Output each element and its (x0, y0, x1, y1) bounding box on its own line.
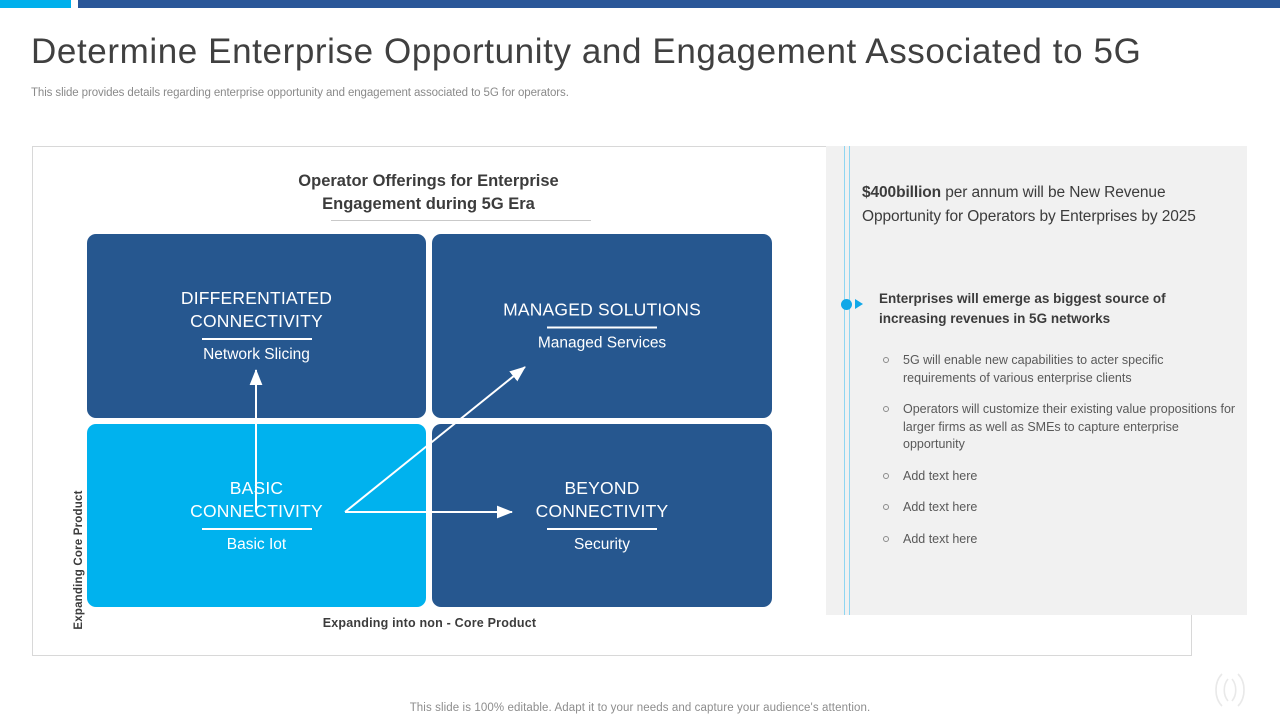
quadrant-content: DIFFERENTIATED CONNECTIVITY Network Slic… (87, 287, 426, 365)
list-item-text: Add text here (903, 500, 978, 514)
circle-bullet-icon (883, 406, 889, 412)
list-item: Add text here (879, 499, 1237, 517)
quadrant-managed-solutions[interactable]: MANAGED SOLUTIONS Managed Services (432, 234, 772, 418)
rail-line-outer (844, 146, 845, 615)
bullet-triangle-icon (855, 299, 863, 309)
list-item-text: Add text here (903, 531, 978, 546)
list-item: 5G will enable new capabilities to acter… (879, 352, 1237, 387)
quadrant-heading-line1: MANAGED SOLUTIONS (503, 299, 701, 320)
matrix-title-line1: Operator Offerings for Enterprise (298, 172, 559, 190)
circle-bullet-icon (883, 504, 889, 510)
matrix-title: Operator Offerings for Enterprise Engage… (32, 170, 825, 216)
signal-waves-watermark-icon (1215, 673, 1245, 707)
list-item: Add text here (879, 531, 1237, 549)
axis-label-x: Expanding into non - Core Product (322, 616, 537, 630)
quadrant-divider (547, 326, 657, 329)
list-item-text: Add text here (903, 468, 978, 483)
quadrant-subtitle: Basic Iot (226, 535, 287, 553)
lead-bullet-text: Enterprises will emerge as biggest sourc… (879, 291, 1166, 326)
list-item: Operators will customize their existing … (879, 401, 1237, 454)
circle-bullet-icon (883, 535, 889, 542)
matrix-title-divider (331, 220, 591, 221)
circle-bullet-icon (883, 357, 889, 363)
list-item-text: 5G will enable new capabilities to acter… (903, 353, 1164, 385)
matrix-title-line2: Engagement during 5G Era (322, 195, 535, 213)
revenue-amount: $400billion (862, 184, 942, 201)
quadrant-heading-line1: DIFFERENTIATED (180, 288, 333, 308)
quadrant-beyond-connectivity[interactable]: BEYOND CONNECTIVITY Security (432, 424, 772, 607)
quadrant-heading-line1: BASIC (229, 477, 284, 498)
quadrant-divider (201, 527, 312, 530)
quadrant-content: BASIC CONNECTIVITY Basic Iot (87, 477, 426, 555)
revenue-headline: $400billion per annum will be New Revenu… (862, 181, 1237, 229)
bullet-dot-icon (841, 299, 852, 310)
quadrant-heading-line2: CONNECTIVITY (535, 500, 669, 521)
circle-bullet-icon (883, 472, 889, 479)
quadrant-content: MANAGED SOLUTIONS Managed Services (432, 299, 772, 354)
page-subtitle: This slide provides details regarding en… (31, 87, 569, 99)
axis-label-y: Expanding Core Product (73, 490, 85, 630)
quadrant-differentiated-connectivity[interactable]: DIFFERENTIATED CONNECTIVITY Network Slic… (87, 234, 426, 418)
list-item-text: Operators will customize their existing … (903, 402, 1236, 451)
quadrant-heading-line2: CONNECTIVITY (190, 311, 323, 331)
quadrant-heading-line2: CONNECTIVITY (190, 500, 323, 521)
quadrant-heading-line1: BEYOND (564, 477, 640, 498)
quadrant-content: BEYOND CONNECTIVITY Security (432, 477, 772, 555)
quadrant-divider (201, 338, 312, 340)
rail-line-inner (849, 146, 850, 615)
top-accent-bar-cyan (0, 0, 71, 8)
quadrant-subtitle: Network Slicing (203, 346, 310, 363)
insight-sub-bullet-list: 5G will enable new capabilities to acter… (879, 352, 1237, 562)
quadrant-subtitle: Managed Services (537, 334, 667, 352)
quadrant-basic-connectivity[interactable]: BASIC CONNECTIVITY Basic Iot (87, 424, 426, 607)
footer-note: This slide is 100% editable. Adapt it to… (409, 702, 871, 714)
revenue-headline-rest: per annum will be New Revenue Opportunit… (862, 184, 1196, 225)
page-title: Determine Enterprise Opportunity and Eng… (31, 32, 1142, 71)
list-item: Add text here (879, 468, 1237, 486)
quadrant-divider (547, 527, 657, 530)
quadrant-subtitle: Security (574, 535, 630, 553)
top-accent-bar-blue (78, 0, 1280, 8)
matrix-panel: Operator Offerings for Enterprise Engage… (32, 146, 825, 656)
insights-panel (826, 146, 1247, 615)
